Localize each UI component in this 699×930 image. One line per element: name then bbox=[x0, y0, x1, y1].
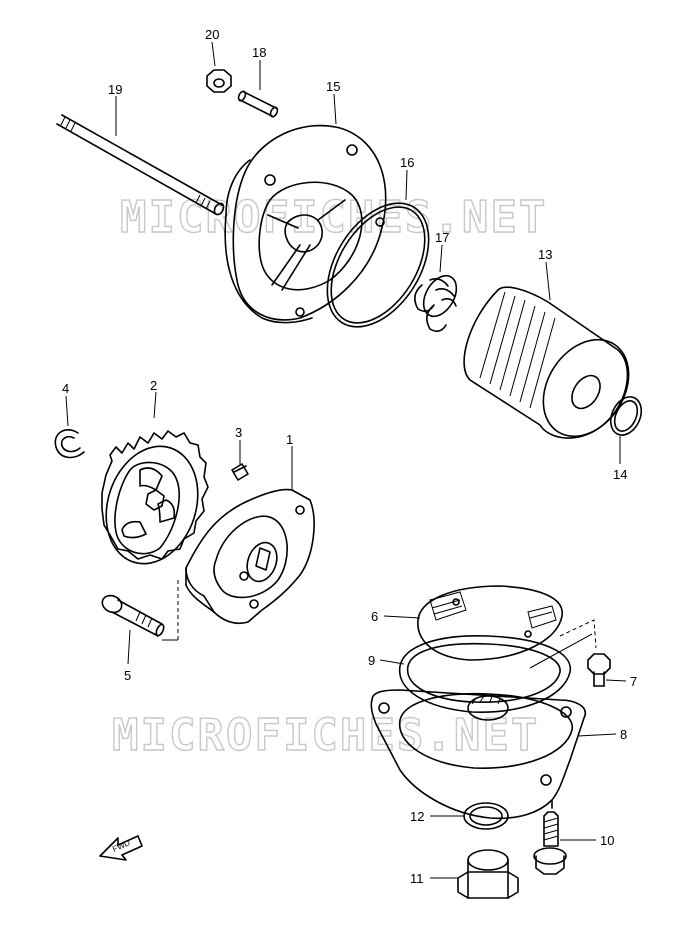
callout-3: 3 bbox=[235, 425, 242, 440]
callout-12: 12 bbox=[410, 809, 424, 824]
callout-19: 19 bbox=[108, 82, 122, 97]
o-ring-14 bbox=[609, 396, 643, 436]
forward-arrow-icon: FWD bbox=[99, 835, 143, 861]
oil-pump-1 bbox=[185, 488, 315, 625]
gasket-9 bbox=[398, 634, 571, 713]
filter-cover-15 bbox=[224, 124, 387, 324]
callout-8: 8 bbox=[620, 727, 627, 742]
callout-numbers: 1 2 3 4 5 6 7 8 9 10 11 12 13 14 15 16 1… bbox=[62, 27, 637, 886]
bolt-5 bbox=[101, 594, 165, 637]
oil-filter-13 bbox=[463, 286, 630, 439]
callout-15: 15 bbox=[326, 79, 340, 94]
spring-17 bbox=[414, 274, 458, 333]
watermark-top: MICROFICHES.NET bbox=[120, 192, 547, 243]
callout-10: 10 bbox=[600, 833, 614, 848]
nut-20 bbox=[206, 69, 232, 93]
callout-14: 14 bbox=[613, 467, 627, 482]
drain-plug-11 bbox=[457, 849, 519, 899]
bolt-10 bbox=[533, 811, 567, 875]
pin-18 bbox=[237, 90, 279, 118]
bolt-7 bbox=[587, 653, 611, 687]
stud-long-19 bbox=[56, 114, 225, 216]
oil-pan-8 bbox=[370, 689, 587, 820]
callout-9: 9 bbox=[368, 653, 375, 668]
o-ring-16 bbox=[326, 202, 430, 328]
callout-17: 17 bbox=[435, 230, 449, 245]
callout-6: 6 bbox=[371, 609, 378, 624]
oil-strainer-6 bbox=[417, 585, 563, 661]
assembly-line-c bbox=[529, 633, 593, 669]
callout-20: 20 bbox=[205, 27, 219, 42]
circlip-4 bbox=[54, 429, 85, 459]
callout-leaders bbox=[65, 41, 627, 879]
callout-5: 5 bbox=[124, 668, 131, 683]
callout-18: 18 bbox=[252, 45, 266, 60]
callout-11: 11 bbox=[410, 871, 424, 886]
callout-7: 7 bbox=[630, 674, 637, 689]
callout-1: 1 bbox=[286, 432, 293, 447]
washer-12 bbox=[463, 802, 509, 830]
assembly-line-d bbox=[559, 619, 597, 649]
callout-4: 4 bbox=[62, 381, 69, 396]
gear-2 bbox=[101, 430, 209, 565]
callout-2: 2 bbox=[150, 378, 157, 393]
callout-16: 16 bbox=[400, 155, 414, 170]
callout-13: 13 bbox=[538, 247, 552, 262]
watermark-bottom: MICROFICHES.NET bbox=[112, 710, 539, 761]
pin-3 bbox=[231, 463, 249, 481]
